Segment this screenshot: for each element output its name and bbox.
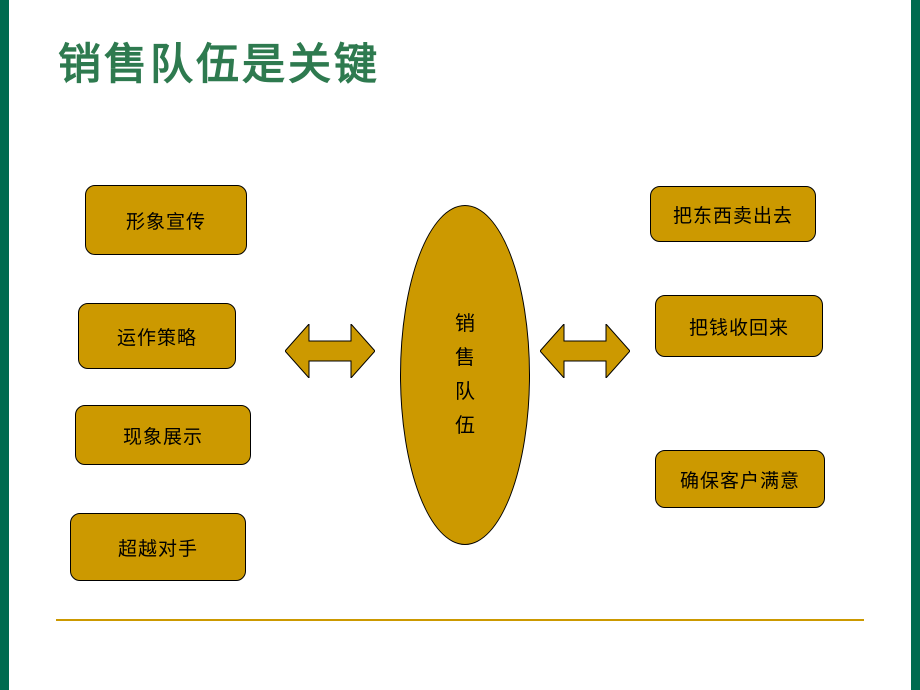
- left-double-arrow-icon: [285, 324, 375, 378]
- right-double-arrow-shape: [540, 324, 630, 378]
- right-double-arrow-icon: [540, 324, 630, 378]
- right-box-label: 把钱收回来: [688, 317, 789, 339]
- right-box-customer-satisfaction: 确保客户满意: [655, 450, 825, 508]
- slide-title: 销售队伍是关键: [58, 42, 380, 89]
- left-box-surpass-rivals: 超越对手: [70, 513, 246, 581]
- left-box-label: 现象展示: [122, 426, 203, 448]
- left-box-image-promotion: 形象宣传: [85, 185, 247, 255]
- left-box-phenomenon-display: 现象展示: [75, 405, 251, 465]
- left-box-operation-strategy: 运作策略: [78, 303, 236, 369]
- left-box-label: 超越对手: [117, 538, 198, 560]
- right-box-label: 把东西卖出去: [672, 205, 793, 227]
- left-double-arrow-shape: [285, 324, 375, 378]
- left-edge-bar: [0, 0, 9, 690]
- left-box-label: 形象宣传: [125, 211, 206, 233]
- right-box-sell-goods: 把东西卖出去: [650, 186, 816, 242]
- center-ellipse-label: 销 售 队 伍: [455, 313, 475, 437]
- right-box-collect-money: 把钱收回来: [655, 295, 823, 357]
- footer-divider-line: [56, 619, 864, 621]
- left-box-label: 运作策略: [116, 327, 197, 349]
- center-ellipse-sales-team: 销 售 队 伍: [400, 205, 530, 545]
- right-box-label: 确保客户满意: [679, 470, 800, 492]
- right-edge-bar: [911, 0, 920, 690]
